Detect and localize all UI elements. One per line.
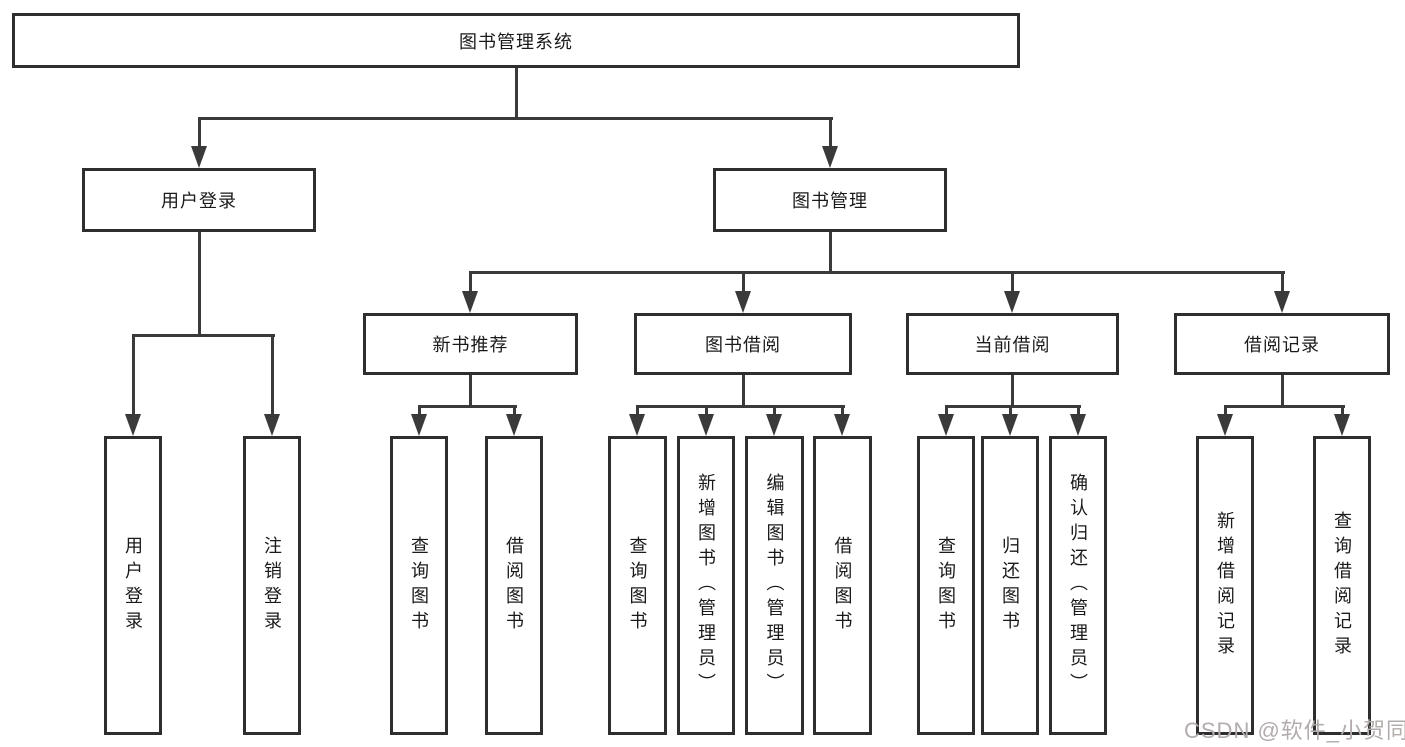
arrow-down-icon — [938, 414, 954, 436]
arrow-down-icon — [1004, 291, 1020, 313]
arrow-down-icon — [125, 414, 141, 436]
connector-arrow-shaft — [271, 335, 274, 416]
connector-rail — [636, 405, 845, 408]
connector-rail — [198, 117, 833, 120]
leaf-query-books-borrowing: 查询图书 — [608, 436, 667, 735]
connector-arrow-shaft — [513, 406, 516, 416]
connector-stem — [1011, 375, 1014, 408]
connector-arrow-shaft — [1281, 272, 1284, 293]
connector-arrow-shaft — [132, 335, 135, 416]
arrow-down-icon — [1217, 414, 1233, 436]
leaf-add-book-admin: 新增图书（管理员） — [677, 436, 735, 735]
node-new-book-recommend: 新书推荐 — [363, 313, 578, 375]
connector-arrow-shaft — [418, 406, 421, 416]
node-book-borrowing: 图书借阅 — [634, 313, 852, 375]
connector-arrow-shaft — [945, 406, 948, 416]
arrow-down-icon — [506, 414, 522, 436]
leaf-return-book: 归还图书 — [981, 436, 1039, 735]
connector-rail — [945, 405, 1081, 408]
connector-arrow-shaft — [1009, 406, 1012, 416]
csdn-watermark: CSDN @软件_小贺同学 — [1184, 718, 1405, 743]
leaf-logout: 注销登录 — [243, 436, 301, 735]
arrow-down-icon — [629, 414, 645, 436]
connector-arrow-shaft — [1341, 406, 1344, 416]
arrow-down-icon — [822, 146, 838, 168]
leaf-query-books-recommend: 查询图书 — [390, 436, 448, 735]
arrow-down-icon — [411, 414, 427, 436]
connector-stem — [198, 232, 201, 337]
connector-stem — [1281, 375, 1284, 408]
arrow-down-icon — [766, 414, 782, 436]
connector-rail — [132, 334, 275, 337]
arrow-down-icon — [698, 414, 714, 436]
connector-arrow-shaft — [1224, 406, 1227, 416]
leaf-query-books-current: 查询图书 — [917, 436, 975, 735]
connector-arrow-shaft — [742, 272, 745, 293]
arrow-down-icon — [735, 291, 751, 313]
connector-rail — [1224, 405, 1345, 408]
arrow-down-icon — [1002, 414, 1018, 436]
node-book-management: 图书管理 — [713, 168, 947, 232]
leaf-query-borrow-record: 查询借阅记录 — [1313, 436, 1371, 735]
arrow-down-icon — [1334, 414, 1350, 436]
connector-arrow-shaft — [1077, 406, 1080, 416]
node-borrow-records: 借阅记录 — [1174, 313, 1390, 375]
leaf-borrow-books-borrowing: 借阅图书 — [813, 436, 872, 735]
node-user-login: 用户登录 — [82, 168, 316, 232]
connector-arrow-shaft — [469, 272, 472, 293]
leaf-borrow-books-recommend: 借阅图书 — [485, 436, 543, 735]
arrow-down-icon — [191, 146, 207, 168]
arrow-down-icon — [834, 414, 850, 436]
leaf-edit-book-admin: 编辑图书（管理员） — [745, 436, 804, 735]
node-current-borrowing: 当前借阅 — [906, 313, 1119, 375]
node-root-system: 图书管理系统 — [12, 13, 1020, 68]
arrow-down-icon — [1274, 291, 1290, 313]
leaf-confirm-return-admin: 确认归还（管理员） — [1049, 436, 1107, 735]
leaf-user-login: 用户登录 — [104, 436, 162, 735]
connector-arrow-shaft — [636, 406, 639, 416]
connector-stem — [515, 68, 518, 120]
connector-rail — [469, 271, 1285, 274]
connector-arrow-shaft — [841, 406, 844, 416]
connector-stem — [469, 375, 472, 408]
connector-arrow-shaft — [829, 118, 832, 148]
connector-stem — [829, 232, 832, 274]
arrow-down-icon — [462, 291, 478, 313]
connector-rail — [418, 405, 517, 408]
connector-arrow-shaft — [705, 406, 708, 416]
connector-arrow-shaft — [773, 406, 776, 416]
arrow-down-icon — [264, 414, 280, 436]
leaf-add-borrow-record: 新增借阅记录 — [1196, 436, 1254, 735]
arrow-down-icon — [1070, 414, 1086, 436]
connector-arrow-shaft — [1011, 272, 1014, 293]
connector-stem — [742, 375, 745, 408]
connector-arrow-shaft — [198, 118, 201, 148]
